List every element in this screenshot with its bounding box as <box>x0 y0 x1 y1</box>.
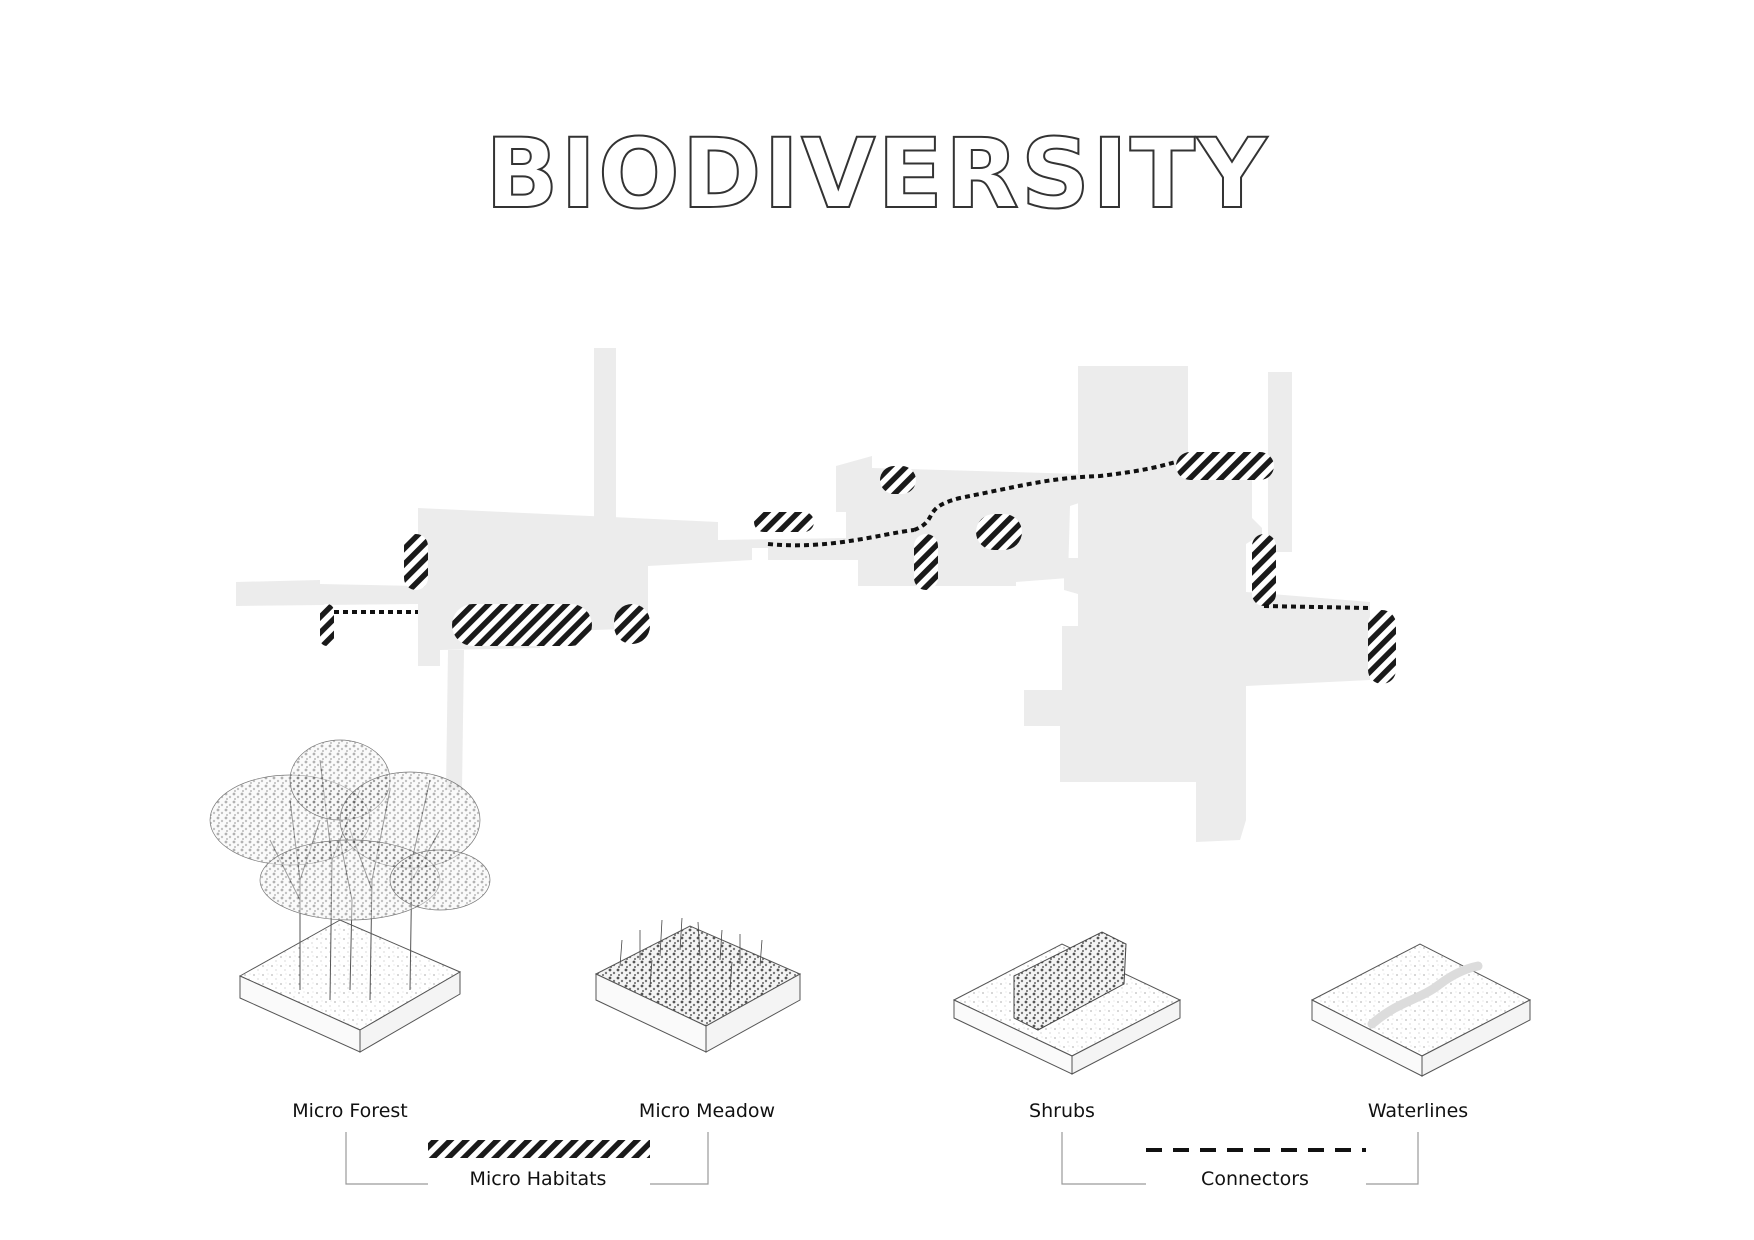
label-waterlines: Waterlines <box>1367 1100 1469 1122</box>
legend-label-micro-habitats: Micro Habitats <box>469 1168 607 1190</box>
shrubs-hedge <box>1013 931 1127 1031</box>
legend-label-connectors: Connectors <box>1201 1168 1309 1190</box>
bracket-micro-habitats-left <box>345 1132 428 1185</box>
site-east-block <box>1024 366 1370 842</box>
habitat-patch <box>614 604 650 644</box>
habitat-patch <box>976 514 1022 550</box>
connector-path <box>913 460 1177 532</box>
habitat-patch <box>754 512 814 532</box>
site-plan <box>236 348 1370 842</box>
forest-canopy <box>209 739 491 921</box>
site-central-block <box>718 456 1082 586</box>
legend-brackets <box>345 1132 1419 1185</box>
habitat-patch <box>452 604 592 646</box>
page-title: BIODIVERSITY <box>484 117 1269 231</box>
meadow-block-right <box>705 973 801 1053</box>
site-west-strip <box>236 580 418 606</box>
meadow-plants <box>619 917 763 994</box>
label-micro-meadow: Micro Meadow <box>638 1100 776 1122</box>
forest-block-right <box>359 971 461 1053</box>
waterlines-block-right <box>1421 999 1531 1077</box>
habitat-patch <box>320 604 334 646</box>
label-micro-forest: Micro Forest <box>292 1100 408 1122</box>
waterlines-drawing <box>1310 943 1532 1077</box>
habitat-patch <box>1252 534 1276 606</box>
bracket-micro-habitats-right <box>650 1132 709 1185</box>
micro-meadow-drawing <box>594 917 802 1053</box>
site-north-spur <box>594 348 616 518</box>
micro-habitats-swatch <box>428 1140 650 1158</box>
water-channel <box>1367 961 1483 1029</box>
bracket-connectors-right <box>1366 1132 1419 1185</box>
legend <box>345 1132 1419 1185</box>
connectors <box>334 460 1369 614</box>
shrubs-drawing <box>952 931 1182 1075</box>
habitat-patch <box>1368 610 1396 684</box>
site-south-spur <box>446 650 464 790</box>
habitat-patch <box>914 534 938 590</box>
micro-forest-drawing <box>209 739 491 1053</box>
micro-habitats <box>320 452 1396 684</box>
habitat-patch <box>404 534 428 590</box>
label-shrubs: Shrubs <box>1029 1100 1095 1122</box>
habitat-patch <box>1176 452 1274 480</box>
bracket-connectors-left <box>1061 1132 1146 1185</box>
connector-path <box>767 528 915 548</box>
habitat-patch <box>880 466 916 494</box>
shrubs-block-right <box>1071 999 1181 1075</box>
